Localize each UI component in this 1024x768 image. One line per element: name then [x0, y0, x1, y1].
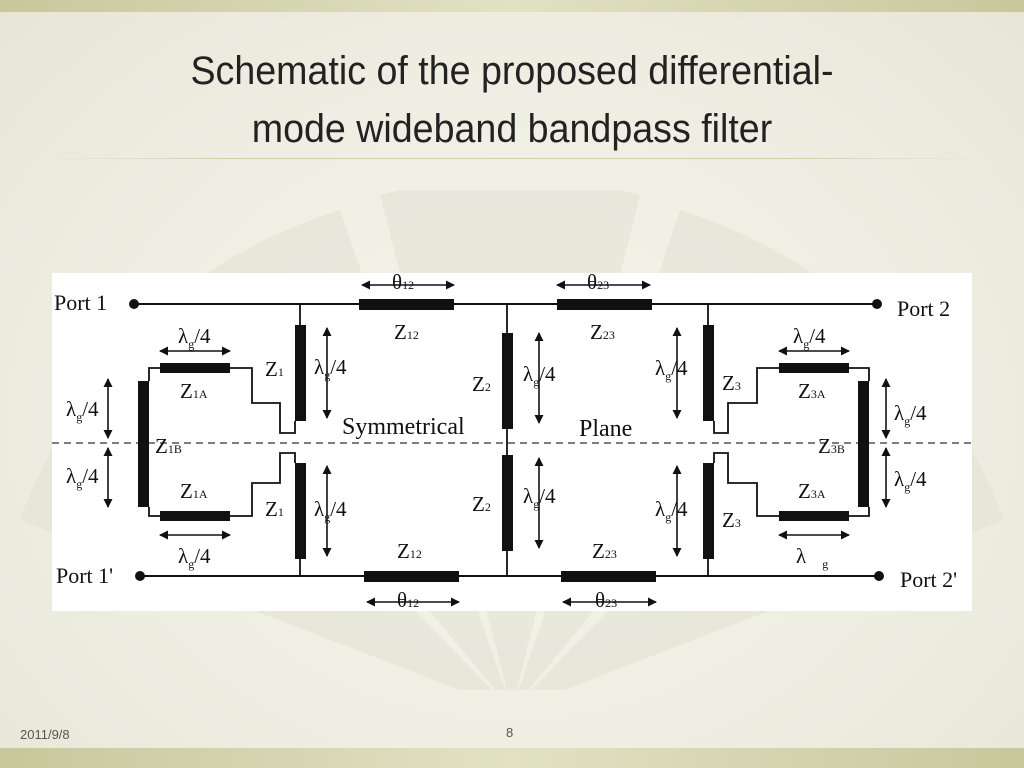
- port-2-terminal: [872, 299, 882, 309]
- z3b-label: Z3B: [818, 434, 845, 458]
- z12-top-label: Z12: [394, 320, 419, 344]
- right-resonator-top-wire: [849, 367, 870, 381]
- right-bottom-coupling-path: [713, 452, 779, 517]
- right-resonator-bottom-wire: [849, 507, 870, 517]
- lambda-label-z3b-lower: λg/4: [894, 467, 927, 494]
- lambda-label-z3-top: λg/4: [655, 356, 688, 383]
- lambda-label-z3-bottom: λg/4: [655, 497, 688, 524]
- z23-bottom-label: Z23: [592, 539, 617, 563]
- z1-top-stub: [295, 325, 306, 421]
- z3a-top-line: [779, 363, 849, 373]
- theta23-bottom-label: θ23: [595, 588, 617, 611]
- slide-title-line-2: mode wideband bandpass filter: [251, 107, 773, 151]
- plane-label: Plane: [579, 416, 632, 442]
- slide-page-number: 8: [506, 725, 514, 740]
- z3b-vertical-line: [858, 381, 869, 507]
- filter-schematic: Port 1 Port 2 Port 1' Port 2': [52, 273, 972, 611]
- z1a-bottom-label: Z1A: [180, 479, 208, 503]
- lambda-label-z3a-top: λg/4: [793, 324, 826, 351]
- z12-top-line: [359, 299, 454, 310]
- left-bottom-coupling-path: [230, 452, 296, 517]
- lambda-label-z1a-bottom: λg/4: [178, 544, 211, 571]
- theta23-top-label: θ23: [587, 273, 609, 294]
- z3-top-stub: [703, 325, 714, 421]
- port-1b-label: Port 1': [56, 563, 113, 588]
- port-1b-terminal: [135, 571, 145, 581]
- port-2b-label: Port 2': [900, 567, 957, 592]
- z2-top-label: Z2: [472, 372, 491, 396]
- port-2b-terminal: [874, 571, 884, 581]
- lambda-label-z1-top: λg/4: [314, 355, 347, 382]
- right-top-coupling-path: [713, 367, 779, 434]
- lambda-label-z1b-upper: λg/4: [66, 397, 99, 424]
- z23-top-line: [557, 299, 652, 310]
- z3-bottom-label: Z3: [722, 508, 741, 532]
- z12-bottom-label: Z12: [397, 539, 422, 563]
- z3a-bottom-line: [779, 511, 849, 521]
- slide-title: Schematic of the proposed differential- …: [68, 42, 955, 158]
- z23-top-label: Z23: [590, 320, 615, 344]
- port-2-label: Port 2: [897, 296, 950, 321]
- z3a-bottom-label: Z3A: [798, 479, 826, 503]
- title-divider: [48, 158, 973, 159]
- theta12-bottom-label: θ12: [397, 588, 419, 611]
- lambda-label-z3b-upper: λg/4: [894, 401, 927, 428]
- z3-bottom-stub: [703, 463, 714, 559]
- z23-bottom-line: [561, 571, 656, 582]
- z1a-top-label: Z1A: [180, 379, 208, 403]
- z1b-vertical-line: [138, 381, 149, 507]
- port-1-label: Port 1: [54, 290, 107, 315]
- z3-top-label: Z3: [722, 371, 741, 395]
- z1a-top-line: [160, 363, 230, 373]
- z2-bottom-label: Z2: [472, 492, 491, 516]
- slide-title-line-1: Schematic of the proposed differential-: [190, 49, 834, 93]
- z1-bottom-stub: [295, 463, 306, 559]
- z1b-label: Z1B: [155, 434, 182, 458]
- lambda-label-z1-bottom: λg/4: [314, 497, 347, 524]
- slide-date: 2011/9/8: [20, 727, 70, 742]
- bottom-decorative-band: [0, 748, 1024, 768]
- theta12-top-label: θ12: [392, 273, 414, 294]
- port-1-terminal: [129, 299, 139, 309]
- z1-bottom-label: Z1: [265, 497, 284, 521]
- lambda-label-z1a-top: λg/4: [178, 324, 211, 351]
- z3a-top-label: Z3A: [798, 379, 826, 403]
- lambda-label-z2-bottom: λg/4: [523, 484, 556, 511]
- z12-bottom-line: [364, 571, 459, 582]
- z1-top-label: Z1: [265, 357, 284, 381]
- left-resonator-bottom-wire: [148, 507, 160, 517]
- top-decorative-band: [0, 0, 1024, 12]
- lambda-label-z2-top: λg/4: [523, 362, 556, 389]
- z1a-bottom-line: [160, 511, 230, 521]
- lambda-label-z1b-lower: λg/4: [66, 464, 99, 491]
- left-resonator-top-wire: [148, 367, 160, 381]
- left-top-coupling-path: [230, 367, 296, 434]
- symmetrical-label: Symmetrical: [342, 414, 465, 440]
- schematic-svg: Port 1 Port 2 Port 1' Port 2': [52, 273, 972, 611]
